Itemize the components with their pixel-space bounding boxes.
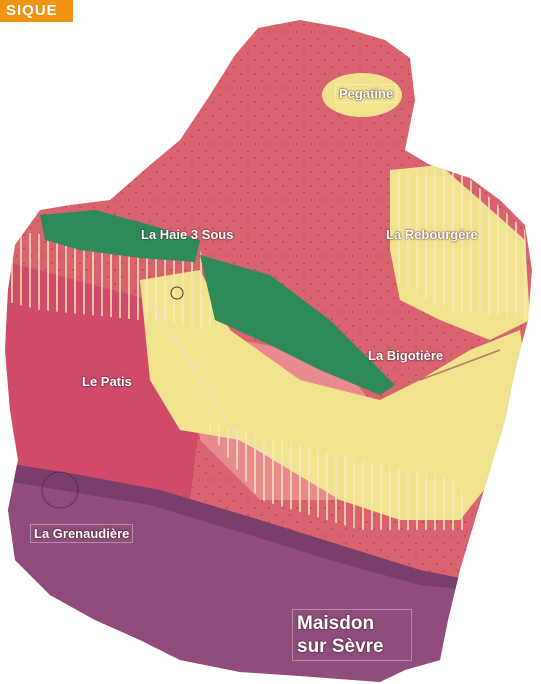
place-label-pegatine: Pegatine: [335, 84, 398, 103]
place-label-maisdon-sur-sevre: Maisdon sur Sèvre: [292, 609, 412, 661]
map-zone-yellow3: [322, 73, 402, 117]
place-label-la-haie-3-sous: La Haie 3 Sous: [141, 227, 234, 242]
map-zone-green2: [200, 255, 395, 395]
place-label-la-grenaudiere: La Grenaudière: [30, 524, 134, 543]
map-zone-yellow1: [140, 270, 530, 520]
place-label-la-rebourgere: La Rebourgère: [386, 227, 478, 242]
section-tag: SIQUE: [0, 0, 73, 22]
map-zone-green1: [40, 210, 200, 262]
place-label-le-patis: Le Patis: [82, 374, 132, 389]
map-zone-purple: [5, 462, 470, 682]
map-zone-darkpurple: [5, 462, 470, 590]
place-label-la-bigotiere: La Bigotière: [368, 348, 444, 363]
